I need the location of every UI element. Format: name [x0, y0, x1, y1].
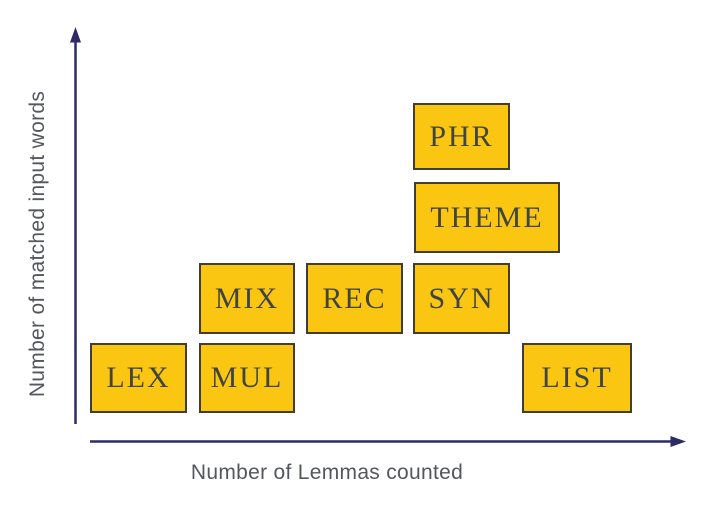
box-theme-label: THEME: [430, 200, 544, 234]
box-syn: SYN: [413, 263, 510, 334]
box-mul-label: MUL: [210, 361, 284, 394]
box-rec-label: REC: [322, 281, 387, 315]
x-axis-label: Number of Lemmas counted: [190, 461, 464, 484]
box-mix: MIX: [199, 263, 295, 334]
box-list: LIST: [522, 343, 632, 413]
box-syn-label: SYN: [428, 281, 495, 315]
box-lex: LEX: [90, 343, 187, 413]
y-axis-label: Number of matched input words: [26, 90, 49, 398]
y-axis-arrowhead-icon: [70, 27, 81, 43]
box-mul: MUL: [199, 343, 295, 413]
box-rec: REC: [306, 263, 403, 334]
box-phr-label: PHR: [429, 119, 494, 153]
box-phr: PHR: [413, 103, 510, 170]
box-lex-label: LEX: [106, 361, 171, 394]
box-mix-label: MIX: [214, 281, 280, 315]
box-list-label: LIST: [541, 361, 613, 394]
x-axis-arrowhead-icon: [670, 436, 686, 447]
box-theme: THEME: [414, 182, 560, 253]
